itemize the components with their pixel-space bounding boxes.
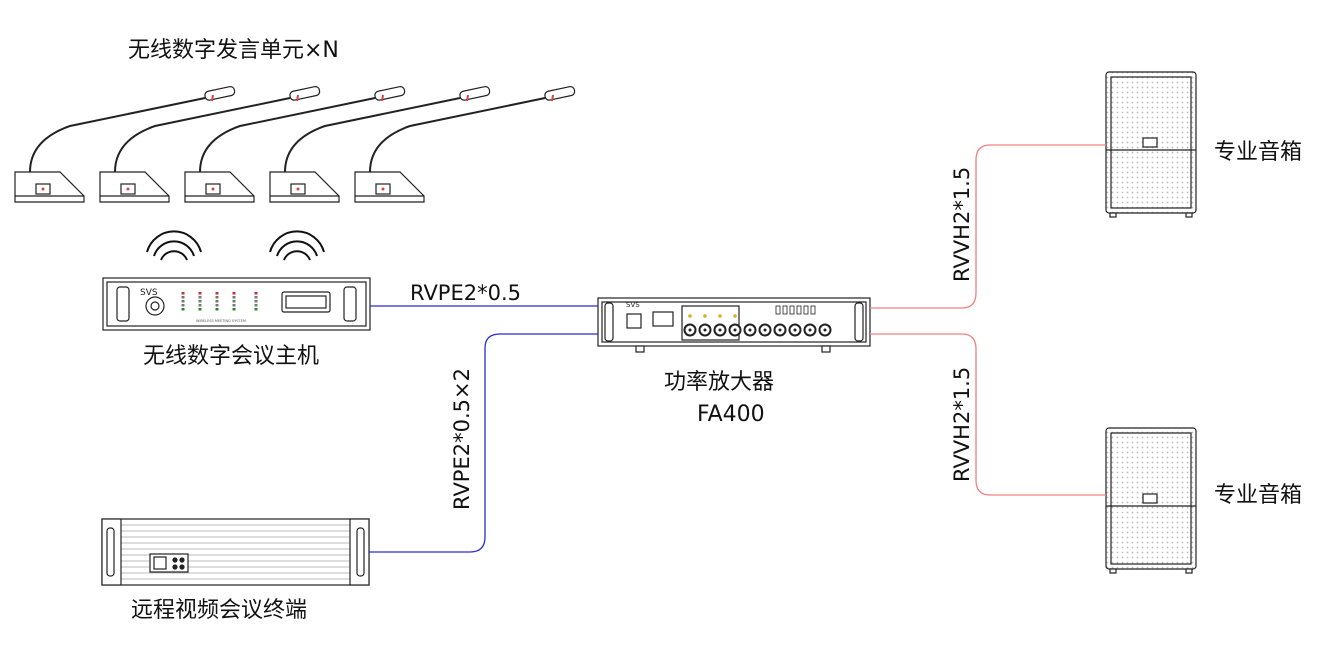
host-caption: WIRELESS MEETING SYSTEM [196, 319, 246, 323]
meeting-host-device [102, 277, 371, 331]
mic-units-label: 无线数字发言单元×N [128, 38, 339, 63]
meeting-host-label: 无线数字会议主机 [143, 344, 320, 369]
host-channel-leds [181, 292, 258, 311]
speaker-bottom-label: 专业音箱 [1214, 483, 1303, 508]
cable-amp-to-speaker-bottom [870, 333, 1106, 496]
power-amplifier-device [597, 297, 871, 353]
speaker-bottom [1105, 427, 1197, 574]
wireless-signal-icon-right [269, 230, 325, 261]
amp-brand-mark: SVS [626, 301, 640, 309]
video-terminal-label: 远程视频会议终端 [131, 598, 308, 623]
mic-unit [184, 85, 406, 203]
cable-label-amp-to-speaker-top: RVVH2*1.5 [950, 166, 974, 282]
amplifier-model-label: FA400 [697, 402, 765, 427]
wireless-signal-icon-left [146, 230, 202, 261]
speaker-top [1105, 71, 1197, 218]
cable-terminal-to-amp [369, 333, 598, 553]
mic-unit [99, 85, 321, 203]
video-terminal-device [101, 518, 370, 586]
amp-volume-knobs [683, 305, 832, 337]
cable-label-terminal-to-amp: RVPE2*0.5×2 [450, 368, 474, 510]
speaker-top-label: 专业音箱 [1214, 140, 1303, 165]
cable-label-host-to-amp: RVPE2*0.5 [410, 281, 521, 305]
host-brand-mark: SVS [140, 288, 158, 298]
cable-label-amp-to-speaker-bottom: RVVH2*1.5 [950, 366, 974, 482]
mic-unit [354, 85, 576, 203]
mic-unit [14, 85, 236, 203]
wireless-mic-units [14, 85, 576, 203]
amplifier-name-label: 功率放大器 [664, 370, 775, 395]
mic-unit [269, 85, 491, 203]
cable-amp-to-speaker-top [870, 144, 1106, 309]
